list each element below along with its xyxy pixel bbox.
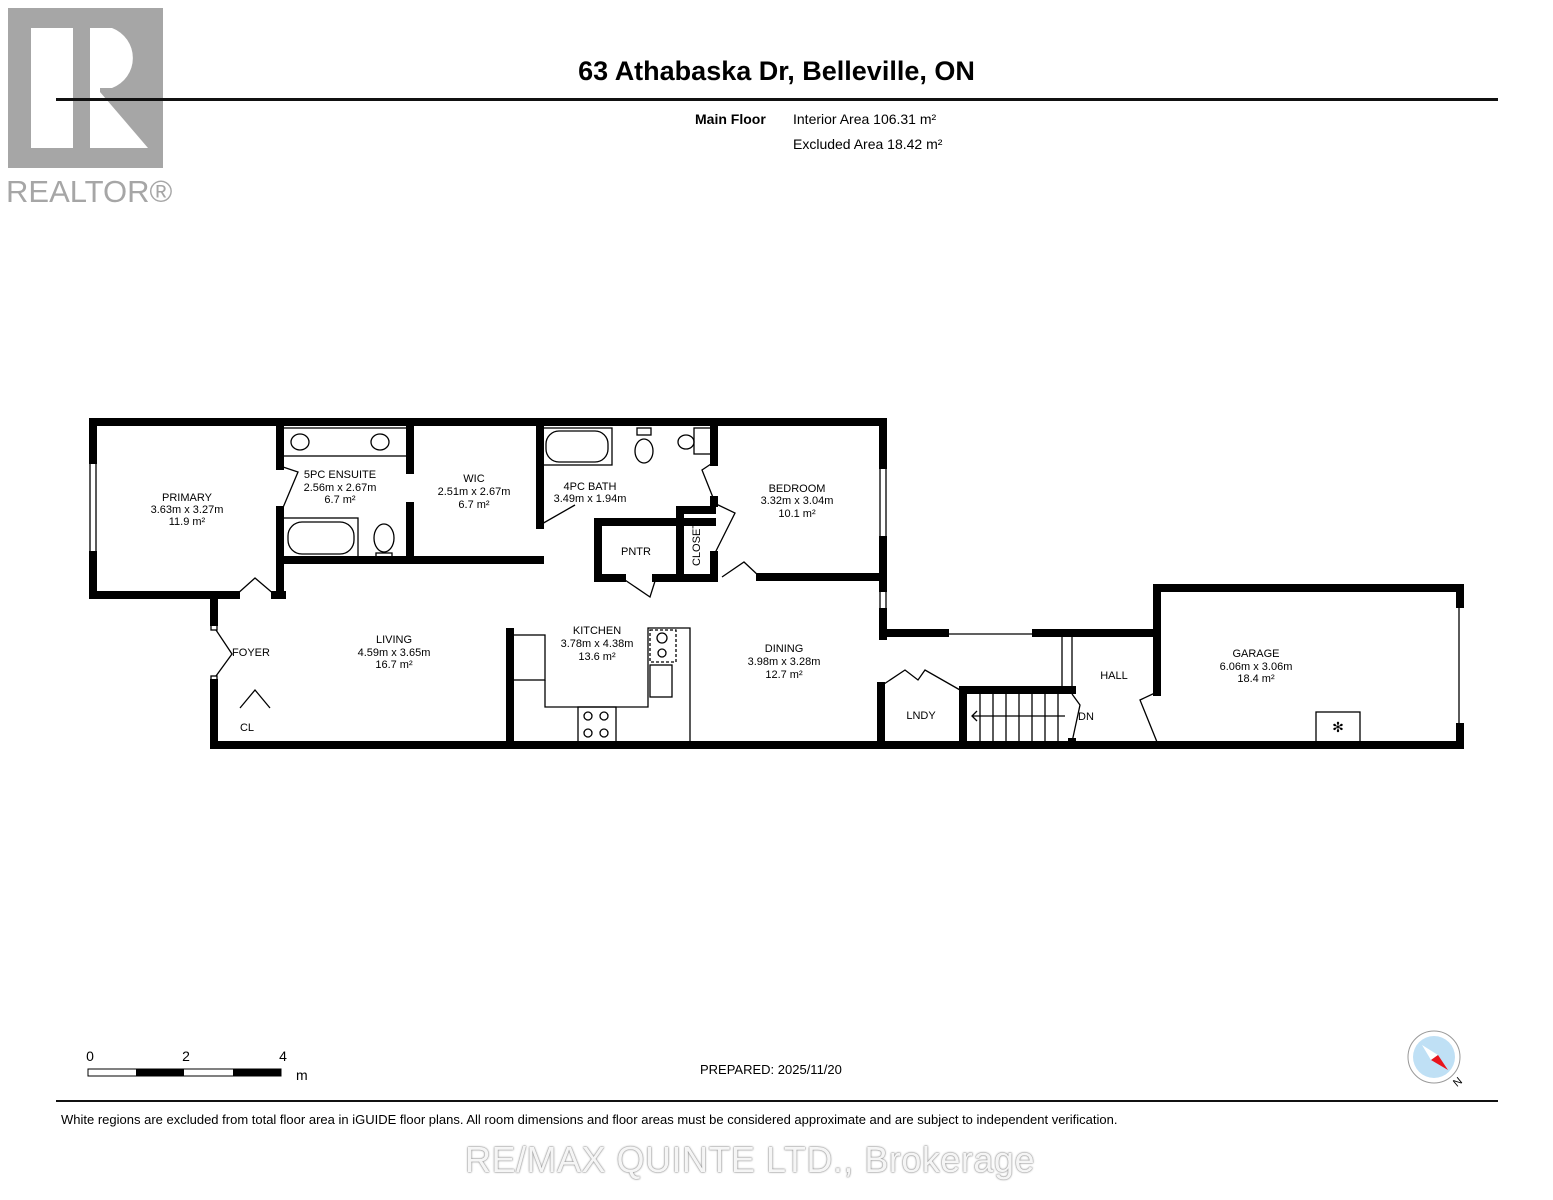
svg-text:3.78m x 4.38m: 3.78m x 4.38m <box>561 638 634 650</box>
svg-text:WIC: WIC <box>463 473 484 485</box>
svg-text:16.7 m²: 16.7 m² <box>375 659 413 671</box>
scale-bar: 0 2 4 m <box>86 1048 308 1083</box>
disclaimer: White regions are excluded from total fl… <box>61 1112 1118 1127</box>
svg-text:2: 2 <box>182 1048 190 1064</box>
stairs-label: DN <box>1078 711 1094 723</box>
svg-text:3.98m x 3.28m: 3.98m x 3.28m <box>748 656 821 668</box>
svg-text:2.51m x 2.67m: 2.51m x 2.67m <box>438 486 511 498</box>
ac-unit-icon: ✻ <box>1332 719 1344 735</box>
page-title: 63 Athabaska Dr, Belleville, ON <box>578 56 975 86</box>
svg-text:6.7 m²: 6.7 m² <box>324 494 356 506</box>
room-pantry: PNTR <box>621 546 651 558</box>
svg-text:5PC ENSUITE: 5PC ENSUITE <box>304 469 376 481</box>
realtor-logo: REALTOR® <box>6 8 173 209</box>
svg-text:2.56m x 2.67m: 2.56m x 2.67m <box>304 482 377 494</box>
room-closet: CLOSET <box>691 522 703 566</box>
svg-text:GARAGE: GARAGE <box>1232 648 1279 660</box>
interior-area: Interior Area 106.31 m² <box>793 111 937 127</box>
svg-text:m: m <box>296 1067 308 1083</box>
svg-text:LIVING: LIVING <box>376 634 412 646</box>
room-hall: HALL <box>1100 670 1128 682</box>
svg-text:DINING: DINING <box>765 643 804 655</box>
svg-text:13.6 m²: 13.6 m² <box>578 651 616 663</box>
fixtures: ✻ <box>89 427 1460 745</box>
svg-text:11.9 m²: 11.9 m² <box>169 516 206 528</box>
svg-text:4.59m x 3.65m: 4.59m x 3.65m <box>358 647 431 659</box>
floor-name: Main Floor <box>695 111 766 127</box>
walls <box>89 418 1464 749</box>
svg-text:PRIMARY: PRIMARY <box>162 492 213 504</box>
prepared-date: PREPARED: 2025/11/20 <box>700 1062 842 1077</box>
svg-text:3.63m x 3.27m: 3.63m x 3.27m <box>151 504 224 516</box>
svg-text:0: 0 <box>86 1048 94 1064</box>
stairs <box>971 694 1065 742</box>
header-divider <box>56 98 1498 101</box>
svg-text:BEDROOM: BEDROOM <box>769 483 826 495</box>
svg-text:3.49m x 1.94m: 3.49m x 1.94m <box>554 493 627 505</box>
compass-icon: N <box>1407 1030 1465 1090</box>
svg-text:N: N <box>1451 1075 1465 1089</box>
excluded-area: Excluded Area 18.42 m² <box>793 136 943 152</box>
svg-text:6.06m x 3.06m: 6.06m x 3.06m <box>1220 661 1293 673</box>
svg-text:KITCHEN: KITCHEN <box>573 625 621 637</box>
svg-text:18.4 m²: 18.4 m² <box>1237 673 1275 685</box>
room-laundry: LNDY <box>906 710 936 722</box>
svg-text:10.1 m²: 10.1 m² <box>778 508 816 520</box>
brokerage-watermark: RE/MAX QUINTE LTD., Brokerage <box>465 1139 1035 1180</box>
room-foyer: FOYER <box>232 647 270 659</box>
realtor-logo-text: REALTOR® <box>6 174 173 209</box>
footer-divider <box>56 1100 1498 1102</box>
room-cl: CL <box>240 722 254 734</box>
svg-text:4PC BATH: 4PC BATH <box>564 481 617 493</box>
svg-text:4: 4 <box>279 1048 287 1064</box>
svg-text:6.7 m²: 6.7 m² <box>458 499 490 511</box>
svg-text:3.32m x 3.04m: 3.32m x 3.04m <box>761 495 834 507</box>
svg-text:12.7 m²: 12.7 m² <box>765 669 803 681</box>
